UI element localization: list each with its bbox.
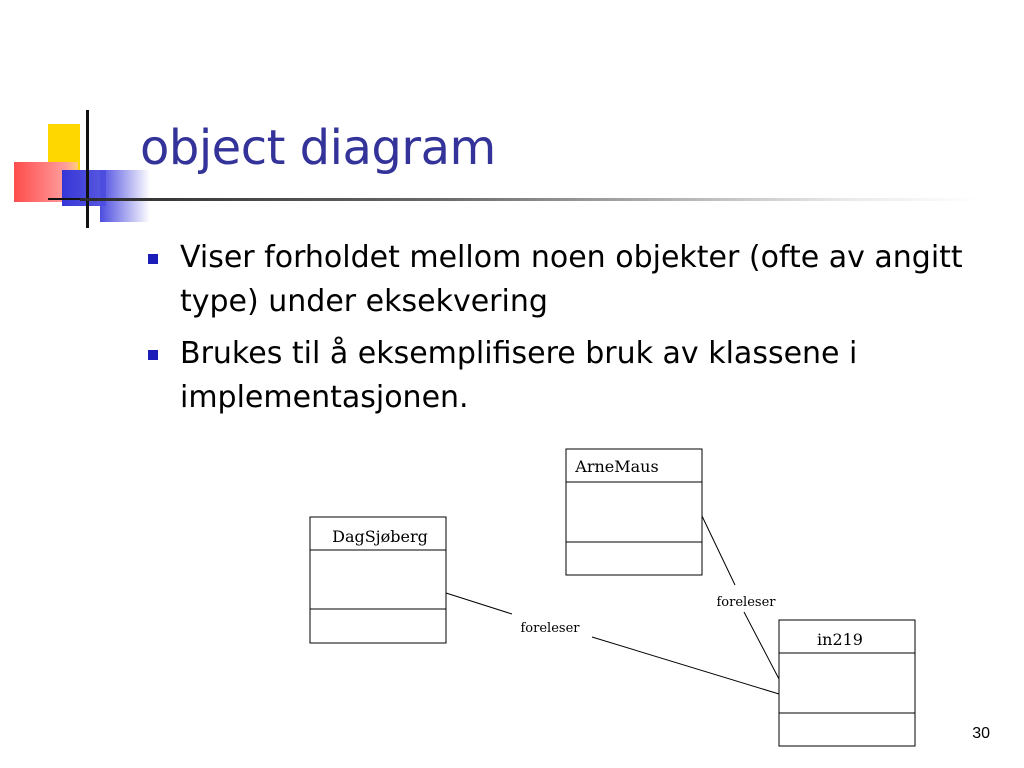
logo-blue-fade	[100, 170, 150, 222]
object-arne-box	[565, 448, 703, 576]
bullet-item: Viser forholdet mellom noen objekter (of…	[142, 236, 1002, 324]
object-arne-name: ArneMaus	[574, 457, 658, 476]
bullet-text: Viser forholdet mellom noen objekter (of…	[180, 240, 963, 319]
link-line-dag-course-a	[445, 592, 513, 615]
title-underline	[80, 198, 980, 201]
bullet-text: Brukes til å eksemplifisere bruk av klas…	[180, 336, 858, 415]
slide-title: object diagram	[140, 120, 496, 176]
object-course: in219	[778, 619, 916, 747]
link-line-arne-course-a	[701, 515, 736, 586]
link-label-arne-course: foreleser	[717, 595, 777, 610]
bullet-item: Brukes til å eksemplifisere bruk av klas…	[142, 332, 1002, 420]
bullet-square-icon	[148, 254, 158, 264]
object-dag-box	[309, 516, 447, 644]
object-course-box	[778, 619, 916, 747]
object-dag-name: DagSjøberg	[332, 527, 428, 546]
link-line-arne-course-b	[743, 611, 780, 680]
link-label-dag-course: foreleser	[521, 621, 581, 636]
link-line-dag-course-b	[591, 636, 780, 695]
bullet-square-icon	[148, 350, 158, 360]
page-number: 30	[972, 725, 990, 742]
object-course-name: in219	[817, 630, 863, 649]
object-arne: ArneMaus	[565, 448, 703, 576]
logo-vertical-line	[86, 110, 89, 228]
bullet-list: Viser forholdet mellom noen objekter (of…	[142, 236, 1002, 428]
object-dag: DagSjøberg	[309, 516, 447, 644]
